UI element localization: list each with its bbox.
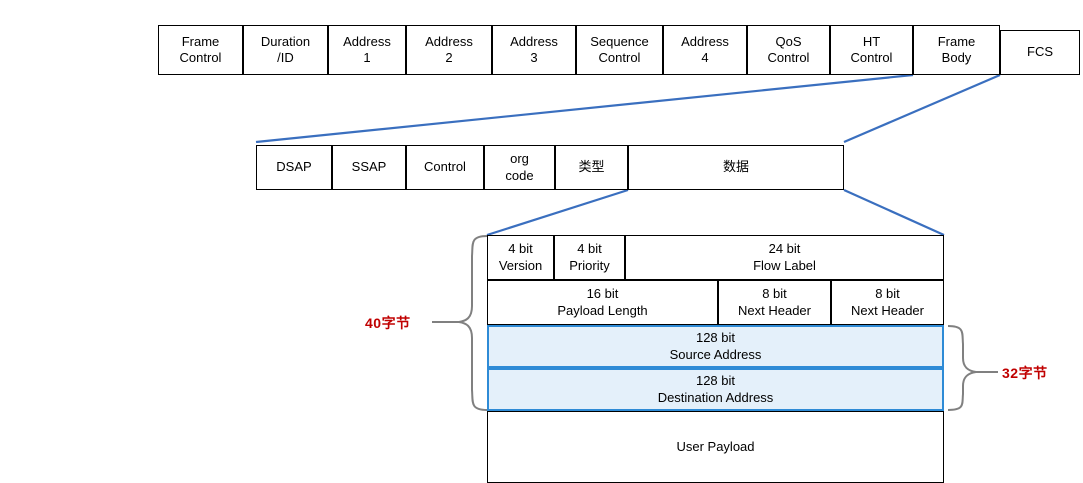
annotation-header-size: 40字节	[365, 315, 411, 331]
mac-field-address-3[interactable]: Address 3	[492, 25, 576, 75]
ipv6-user-payload[interactable]: User Payload	[487, 411, 944, 483]
mac-field-address-1[interactable]: Address 1	[328, 25, 406, 75]
mac-field-frame-control[interactable]: Frame Control	[158, 25, 243, 75]
mac-field-ht-control[interactable]: HT Control	[830, 25, 913, 75]
ipv6-field-version[interactable]: 4 bit Version	[487, 235, 554, 280]
llc-field-control[interactable]: Control	[406, 145, 484, 190]
ipv6-field-flow-label[interactable]: 24 bit Flow Label	[625, 235, 944, 280]
mac-field-sequence-control[interactable]: Sequence Control	[576, 25, 663, 75]
ipv6-field-priority[interactable]: 4 bit Priority	[554, 235, 625, 280]
llc-field-dsap[interactable]: DSAP	[256, 145, 332, 190]
mac-field-address-2[interactable]: Address 2	[406, 25, 492, 75]
llc-field-data[interactable]: 数据	[628, 145, 844, 190]
mac-field-frame-body[interactable]: Frame Body	[913, 25, 1000, 75]
mac-field-fcs[interactable]: FCS	[1000, 30, 1080, 75]
mac-field-address-4[interactable]: Address 4	[663, 25, 747, 75]
mac-field-duration-id[interactable]: Duration /ID	[243, 25, 328, 75]
llc-field-type[interactable]: 类型	[555, 145, 628, 190]
llc-field-org-code[interactable]: org code	[484, 145, 555, 190]
ipv6-field-next-header-1[interactable]: 8 bit Next Header	[718, 280, 831, 325]
mac-field-qos-control[interactable]: QoS Control	[747, 25, 830, 75]
annotation-address-size: 32字节	[1002, 365, 1048, 381]
ipv6-field-destination-address[interactable]: 128 bit Destination Address	[487, 368, 944, 411]
ipv6-field-source-address[interactable]: 128 bit Source Address	[487, 325, 944, 368]
llc-field-ssap[interactable]: SSAP	[332, 145, 406, 190]
ipv6-field-next-header-2[interactable]: 8 bit Next Header	[831, 280, 944, 325]
ipv6-field-payload-length[interactable]: 16 bit Payload Length	[487, 280, 718, 325]
